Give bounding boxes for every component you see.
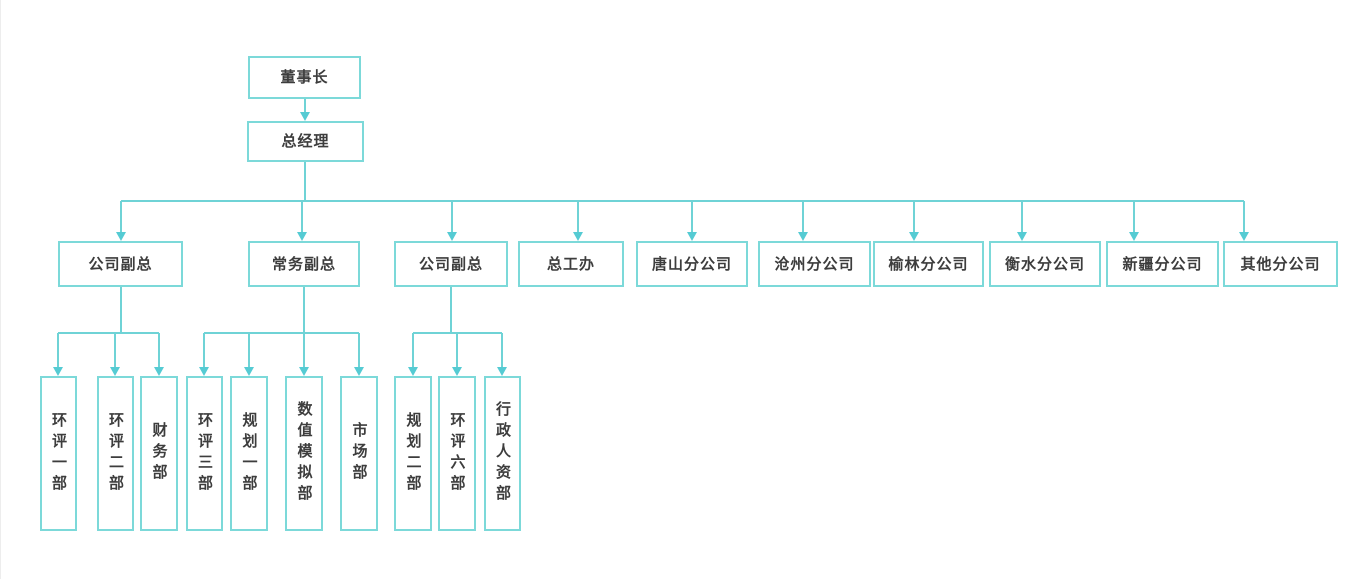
arrowhead-down-icon <box>110 367 120 376</box>
org-node-label: 市场部 <box>350 422 368 485</box>
org-node-label: 环评六部 <box>448 411 466 496</box>
arrowhead-down-icon <box>687 232 697 241</box>
org-node-tangshan[interactable]: 唐山分公司 <box>636 241 748 287</box>
org-node-label: 环评二部 <box>107 411 124 496</box>
arrowhead-down-icon <box>447 232 457 241</box>
org-node-label: 环评一部 <box>50 411 67 496</box>
org-node-label: 董事长 <box>280 69 329 86</box>
arrowhead-down-icon <box>299 367 309 376</box>
arrowhead-down-icon <box>798 232 808 241</box>
org-node-adminhr[interactable]: 行政人资部 <box>484 376 521 531</box>
arrowhead-down-icon <box>408 367 418 376</box>
org-node-chairman[interactable]: 董事长 <box>248 56 361 99</box>
org-node-label: 衡水分公司 <box>1004 255 1085 273</box>
org-node-label: 公司副总 <box>88 255 153 273</box>
arrowhead-down-icon <box>497 367 507 376</box>
org-node-hp1[interactable]: 环评一部 <box>40 376 77 531</box>
org-node-xinjiang[interactable]: 新疆分公司 <box>1106 241 1219 287</box>
org-node-market[interactable]: 市场部 <box>340 376 378 531</box>
arrowhead-down-icon <box>244 367 254 376</box>
org-node-yulin[interactable]: 榆林分公司 <box>873 241 984 287</box>
org-node-label: 数值模拟部 <box>295 401 313 506</box>
org-node-finance[interactable]: 财务部 <box>140 376 178 531</box>
org-node-label: 规划二部 <box>404 411 422 496</box>
org-node-label: 总经理 <box>281 133 330 150</box>
org-node-plan1[interactable]: 规划一部 <box>230 376 268 531</box>
arrowhead-down-icon <box>199 367 209 376</box>
org-node-label: 常务副总 <box>271 255 336 273</box>
org-node-plan2[interactable]: 规划二部 <box>394 376 432 531</box>
org-node-hp6[interactable]: 环评六部 <box>438 376 476 531</box>
org-node-label: 榆林分公司 <box>888 255 969 273</box>
org-node-label: 规划一部 <box>240 411 258 496</box>
org-node-label: 总工办 <box>546 255 595 273</box>
org-node-zgb[interactable]: 总工办 <box>518 241 624 287</box>
arrowhead-down-icon <box>53 367 63 376</box>
arrowhead-down-icon <box>909 232 919 241</box>
org-node-label: 新疆分公司 <box>1122 255 1203 273</box>
org-node-label: 其他分公司 <box>1240 255 1321 273</box>
arrowhead-down-icon <box>1017 232 1027 241</box>
org-node-label: 沧州分公司 <box>774 255 855 273</box>
org-node-numsim[interactable]: 数值模拟部 <box>285 376 323 531</box>
org-node-vp2[interactable]: 公司副总 <box>394 241 508 287</box>
org-node-cangzhou[interactable]: 沧州分公司 <box>758 241 871 287</box>
org-node-label: 行政人资部 <box>494 401 511 506</box>
arrowhead-down-icon <box>297 232 307 241</box>
arrowhead-down-icon <box>452 367 462 376</box>
arrowhead-down-icon <box>573 232 583 241</box>
org-node-vp1[interactable]: 公司副总 <box>58 241 183 287</box>
org-node-hp2[interactable]: 环评二部 <box>97 376 134 531</box>
org-node-hp3[interactable]: 环评三部 <box>186 376 223 531</box>
arrowhead-down-icon <box>154 367 164 376</box>
org-node-evp[interactable]: 常务副总 <box>248 241 360 287</box>
arrowhead-down-icon <box>300 112 310 121</box>
org-node-other[interactable]: 其他分公司 <box>1223 241 1338 287</box>
arrowhead-down-icon <box>116 232 126 241</box>
org-node-gm[interactable]: 总经理 <box>247 121 364 162</box>
org-node-label: 唐山分公司 <box>651 255 732 273</box>
org-node-label: 环评三部 <box>196 411 213 496</box>
arrowhead-down-icon <box>354 367 364 376</box>
arrowhead-down-icon <box>1129 232 1139 241</box>
org-node-label: 公司副总 <box>418 255 483 273</box>
org-node-label: 财务部 <box>150 422 168 485</box>
org-node-hengshui[interactable]: 衡水分公司 <box>989 241 1101 287</box>
arrowhead-down-icon <box>1239 232 1249 241</box>
